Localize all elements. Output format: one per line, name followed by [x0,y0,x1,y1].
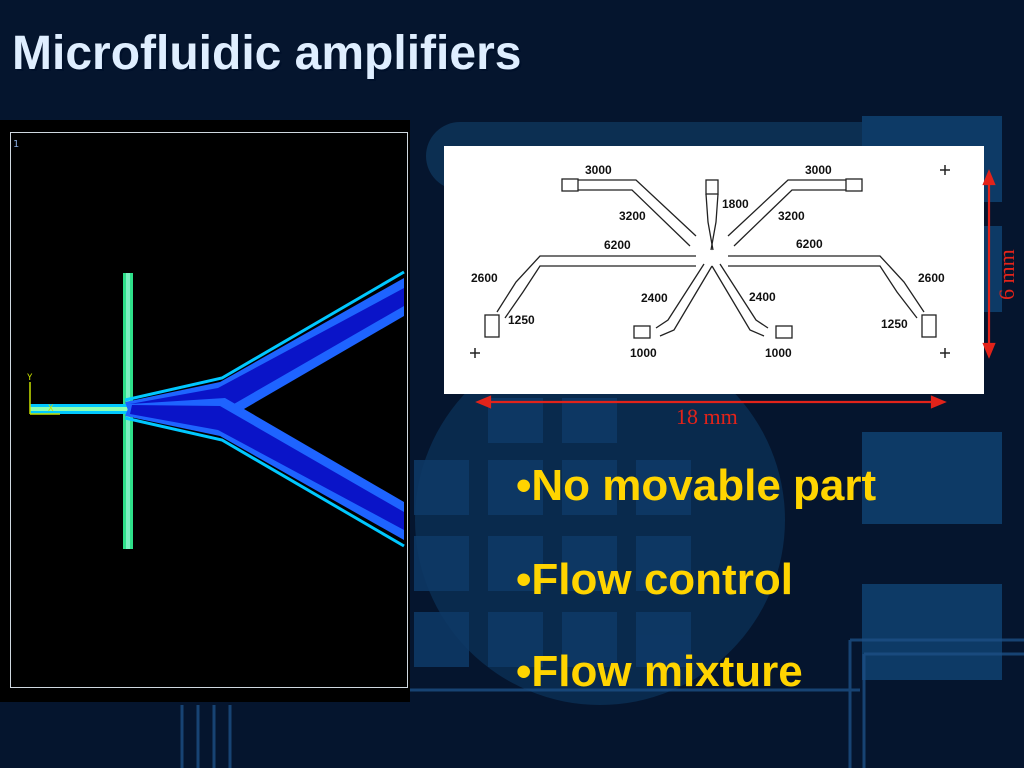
lower-edge [124,416,405,548]
dimension-arrows [475,169,996,409]
bullet-item: •Flow control [516,555,793,604]
label-low-left-outer: 1250 [508,313,535,327]
label-bottom-right: 1000 [765,346,792,360]
bullet-item: •Flow mixture [516,647,803,696]
dimension-width: 18 mm [676,404,738,429]
label-center: 1800 [722,197,749,211]
label-upper-right: 3200 [778,209,805,223]
label-low-right-outer: 1250 [881,317,908,331]
lower-output-core [130,405,404,530]
label-top-left: 3000 [585,163,612,177]
x-axis-label: X [48,404,54,414]
slide-title: Microfluidic amplifiers [12,27,522,80]
label-far-left: 2600 [471,271,498,285]
label-mid-left: 6200 [604,238,631,252]
flow-simulation-image: Y X [27,270,405,549]
supply-jet-core [30,407,130,411]
label-low-right-inner: 2400 [749,290,776,304]
label-upper-left: 3200 [619,209,646,223]
label-bottom-left: 1000 [630,346,657,360]
label-low-left-inner: 2400 [641,291,668,305]
bullet-item: •No movable part [516,461,877,510]
upper-edge [124,270,405,402]
simulation-frame-number: 1 [13,139,20,150]
simulation-frame [10,132,408,688]
label-far-right: 2600 [918,271,945,285]
label-mid-right: 6200 [796,237,823,251]
dimension-height: 6 mm [994,249,1019,300]
label-top-right: 3000 [805,163,832,177]
upper-output-core [130,288,404,413]
y-axis-label: Y [27,373,33,383]
